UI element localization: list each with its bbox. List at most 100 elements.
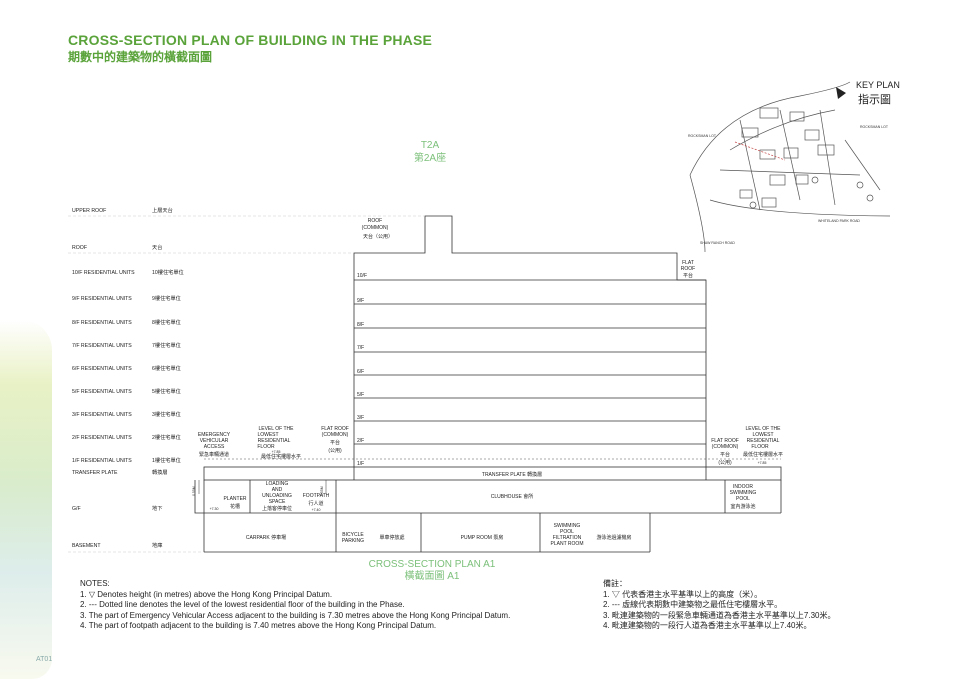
planter-label-zh: 花槽 (230, 503, 240, 510)
eva-label: VEHICULAR (200, 438, 229, 444)
lowest-floor-label: RESIDENTIAL (258, 438, 291, 444)
floor-mark: 2/F (357, 438, 364, 444)
indoor-pool-label: INDOOR (733, 484, 753, 490)
page-number: AT01 (36, 656, 53, 663)
loading-label: LOADING (266, 481, 289, 487)
north-arrow-icon (836, 87, 846, 99)
bicycle-label: BICYCLE (342, 532, 364, 538)
floor-label-en: 10/F RESIDENTIAL UNITS (72, 270, 135, 276)
flat-roof-label: FLAT (682, 260, 694, 266)
floor-mark: 8/F (357, 322, 364, 328)
footpath-level: +7.40 (312, 508, 321, 512)
filtration-label: PLANT ROOM (551, 541, 584, 547)
carpark-label: CARPARK 停車場 (246, 534, 286, 541)
floor-label-en: BASEMENT (72, 543, 101, 549)
planter-level: +7.30 (210, 507, 219, 511)
lowest-floor-label: FLOOR (257, 444, 275, 450)
keyplan-road-west: ROCKSMAN LOT (688, 134, 717, 138)
loading-label-zh: 上落客停車位 (262, 505, 292, 512)
loading-label: SPACE (269, 499, 286, 505)
flat-roof-common-right-label: (COMMON) (712, 444, 739, 450)
floor-label-zh: 轉換層 (152, 468, 168, 476)
watercolor-decoration (0, 320, 52, 679)
indoor-pool-label: POOL (736, 496, 750, 502)
clubhouse-label: CLUBHOUSE 會所 (491, 493, 534, 500)
keyplan-road-southwest: SHAW RANCH ROAD (700, 241, 735, 245)
key-plan-title-zh: 指示圖 (858, 94, 891, 106)
roof-common-label-zh: 天台（公用） (363, 233, 393, 240)
floor-label-en: UPPER ROOF (72, 208, 106, 214)
roof-common-label: ROOF (368, 218, 382, 224)
lowest-floor-right-label-zh: 最低住宅樓層水平 (743, 451, 783, 458)
bicycle-label: PARKING (342, 538, 364, 544)
notes-chinese: 備註： 1. ▽ 代表香港主水平基準以上的高度（米）。 2. --- 虛線代表期… (603, 579, 835, 632)
keyplan-road-east: ROCKSMAN LOT (860, 125, 889, 129)
floor-mark: 6/F (357, 369, 364, 375)
floor-label-en: G/F (72, 506, 81, 512)
keyplan-road-south: WHITELAND PARK ROAD (818, 219, 860, 223)
indoor-pool-label: SWIMMING (730, 490, 757, 496)
floor-label-en: 2/F RESIDENTIAL UNITS (72, 435, 132, 441)
building-outline (194, 215, 782, 553)
note-item-zh: 2. --- 虛線代表期數中建築物之最低住宅樓層水平。 (603, 600, 783, 609)
note-item-zh: 4. 毗連建築物的一段行人道為香港主水平基準以上7.40米。 (603, 621, 812, 630)
note-item: 3. The part of Emergency Vehicular Acces… (80, 610, 511, 620)
loading-label: AND (272, 487, 283, 493)
lowest-floor-right-level: +7.85 (758, 461, 767, 465)
flat-roof-common-right-label: FLAT ROOF (711, 438, 739, 444)
filtration-label: POOL (560, 529, 574, 535)
flat-roof-common-label: (COMMON) (322, 432, 349, 438)
flat-roof-common-label: FLAT ROOF (321, 426, 349, 432)
note-item: 1. ▽ Denotes height (in metres) above th… (80, 589, 333, 599)
indoor-pool-label-zh: 室內游泳池 (730, 503, 755, 510)
lowest-floor-label-zh: 最低住宅樓層水平 (261, 453, 301, 460)
pump-room-label: PUMP ROOM 泵房 (461, 534, 504, 541)
floor-label-zh: 天台 (152, 243, 162, 251)
plan-caption: CROSS-SECTION PLAN A1 (369, 559, 496, 570)
notes-heading-zh: 備註： (603, 579, 627, 588)
tower-label: T2A (421, 140, 440, 151)
page-title: CROSS-SECTION PLAN OF BUILDING IN THE PH… (68, 32, 433, 48)
floor-label-zh: 地庫 (152, 541, 162, 549)
floor-label-zh: 6樓住宅單位 (152, 364, 181, 372)
floor-mark: 7/F (357, 345, 364, 351)
filtration-label-zh: 游泳池過濾機房 (596, 534, 631, 541)
floor-label-en: 8/F RESIDENTIAL UNITS (72, 320, 132, 326)
page-title-zh: 期數中的建築物的橫截面圖 (68, 50, 213, 64)
flat-roof-common-right-label-zh: (公用) (718, 460, 732, 466)
dim-label-mid: 0.55M (320, 486, 324, 496)
notes-english: NOTES: 1. ▽ Denotes height (in metres) a… (80, 579, 510, 632)
planter-label: PLANTER (223, 496, 246, 502)
floor-label-en: 9/F RESIDENTIAL UNITS (72, 296, 132, 302)
lowest-floor-label: LOWEST (257, 432, 278, 438)
note-item-zh: 3. 毗連建築物的一段緊急車輛通道為香港主水平基準以上7.30米。 (603, 610, 836, 620)
floor-mark: 10/F (357, 273, 367, 279)
floor-label-zh: 9樓住宅單位 (152, 294, 181, 302)
footpath-label-zh: 行人道 (308, 500, 323, 507)
eva-label: EMERGENCY (198, 432, 231, 438)
note-item-zh: 1. ▽ 代表香港主水平基準以上的高度（米）。 (603, 589, 763, 599)
plan-caption-zh: 橫截面圖 A1 (404, 569, 459, 582)
roof-common-label: (COMMON) (362, 225, 389, 231)
flat-roof-label: ROOF (681, 266, 695, 272)
bicycle-label-zh: 單車停放處 (379, 534, 404, 541)
floor-label-en: ROOF (72, 245, 87, 251)
floor-mark: 3/F (357, 415, 364, 421)
loading-label: UNLOADING (262, 493, 292, 499)
floor-label-zh: 1樓住宅單位 (152, 456, 181, 464)
footpath-label: FOOTPATH (303, 493, 330, 499)
key-plan (689, 81, 891, 253)
note-item: 2. --- Dotted line denotes the level of … (80, 600, 405, 609)
flat-roof-common-right-label-zh: 平台 (720, 451, 730, 458)
eva-label-zh: 緊急車輛通道 (199, 451, 229, 458)
lowest-floor-right-label: LOWEST (752, 432, 773, 438)
lowest-floor-right-label: RESIDENTIAL (747, 438, 780, 444)
filtration-label: SWIMMING (554, 523, 581, 529)
flat-roof-label-zh: 平台 (683, 272, 693, 279)
dim-label-left: 0.55M (192, 486, 196, 496)
floor-label-en: 5/F RESIDENTIAL UNITS (72, 389, 132, 395)
floor-label-zh: 3樓住宅單位 (152, 410, 181, 418)
floor-label-zh: 8樓住宅單位 (152, 318, 181, 326)
filtration-label: FILTRATION (553, 535, 582, 541)
